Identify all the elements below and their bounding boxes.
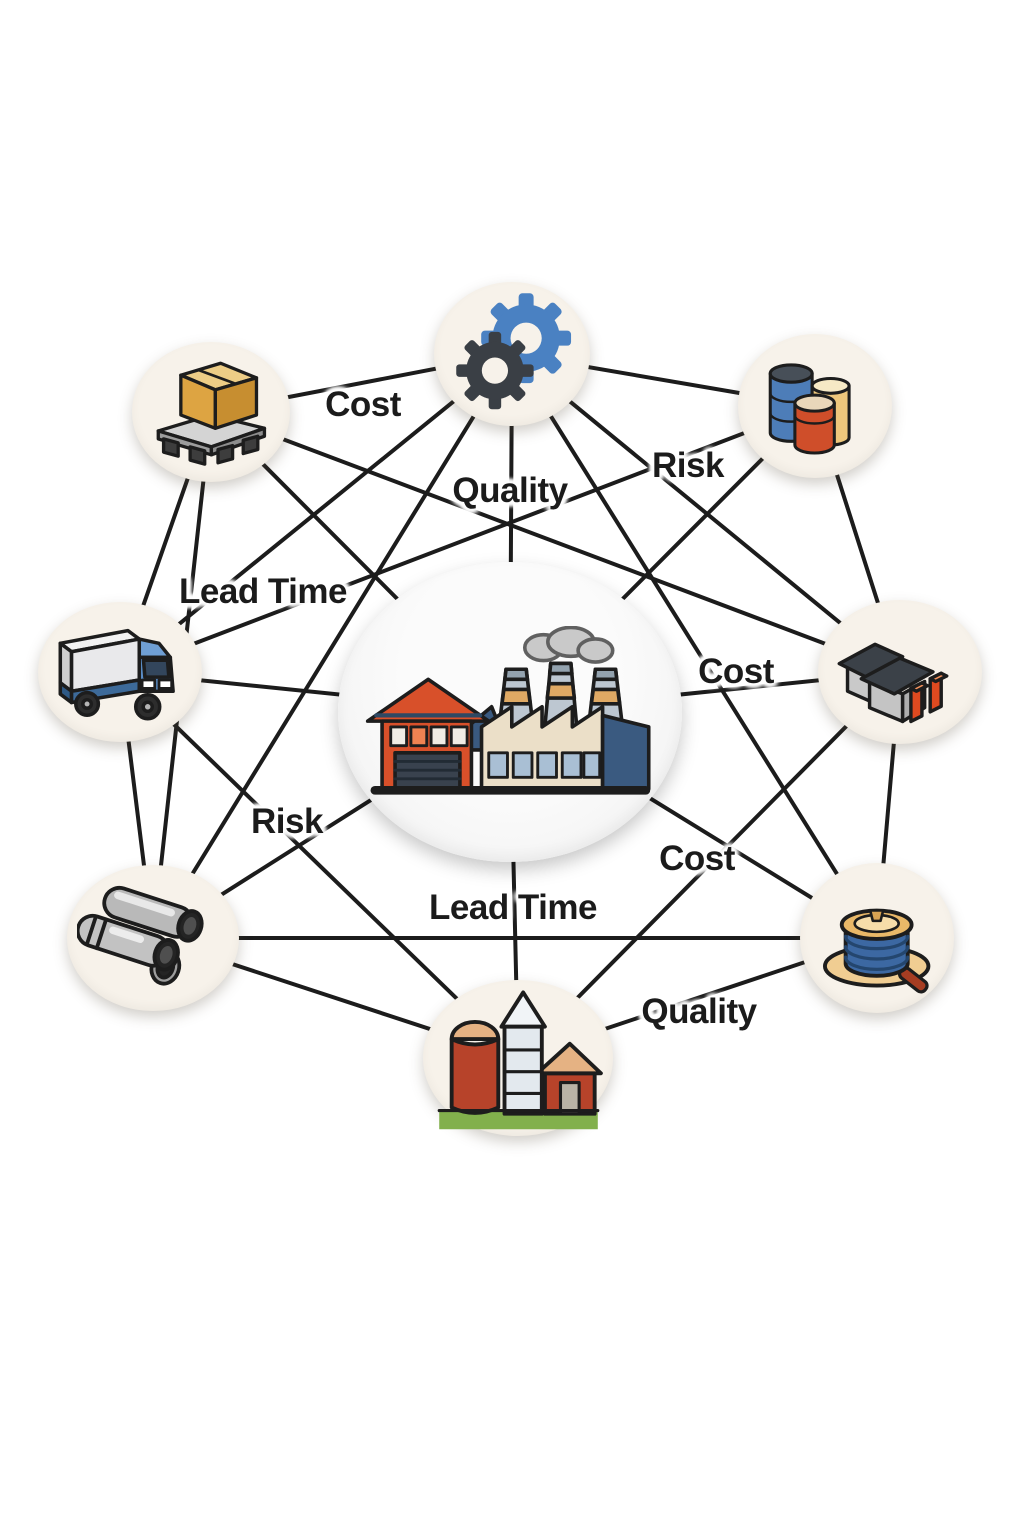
node-truck <box>38 602 202 742</box>
node-factory <box>338 562 682 862</box>
edge-barrels-truck <box>118 404 817 674</box>
edge-gears-warehouse <box>510 352 902 674</box>
wire-spool-icon <box>823 908 931 994</box>
node-gears <box>434 282 590 426</box>
edge-farm-warehouse <box>516 670 902 1060</box>
node-box-pallet <box>132 342 290 482</box>
node-barrels <box>738 334 892 478</box>
edge-gears-spool <box>510 352 879 940</box>
node-spool <box>800 863 954 1013</box>
box-on-pallet-icon <box>156 361 266 466</box>
gears-icon <box>455 292 571 409</box>
delivery-truck-icon <box>59 629 176 722</box>
edge-gears-pipes <box>151 352 514 940</box>
edge-box-pallet-warehouse <box>209 410 902 674</box>
edge-gears-truck <box>118 352 514 674</box>
node-farm <box>423 980 613 1136</box>
edge-truck-farm <box>118 670 520 1060</box>
node-pipes <box>67 865 239 1011</box>
barrels-icon <box>769 363 852 455</box>
steel-pipes-icon <box>77 886 204 986</box>
factory-icon <box>365 625 651 795</box>
warehouse-icon <box>837 642 949 724</box>
farm-silos-icon <box>437 990 603 1130</box>
node-warehouse <box>818 600 982 744</box>
